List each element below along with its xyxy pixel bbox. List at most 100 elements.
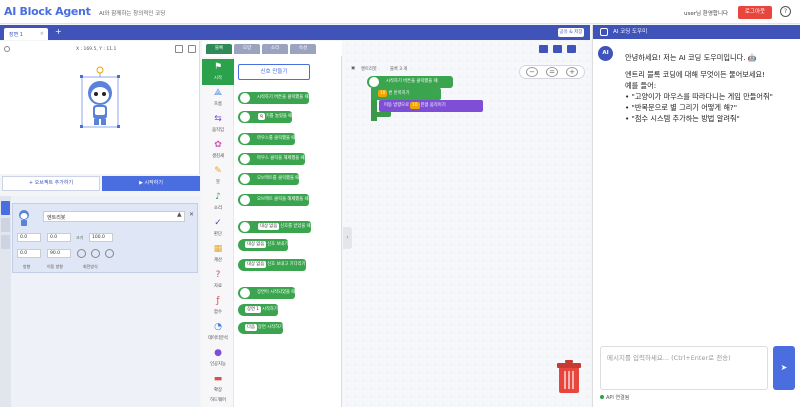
add-scene-button[interactable]: + — [55, 27, 62, 36]
collapse-icon[interactable]: ▲ — [177, 211, 182, 218]
status-dot-icon — [600, 395, 604, 399]
chat-input[interactable]: 메시지를 입력하세요... (Ctrl+Enter로 전송) — [600, 346, 768, 390]
y-field[interactable]: 0.0 — [47, 233, 71, 242]
scene-tabbar: 장면 1 × + 공유 & 저장 — [0, 25, 590, 40]
trash-icon[interactable] — [555, 359, 583, 395]
x-field[interactable]: 0.0 — [17, 233, 41, 242]
record-icon[interactable] — [4, 46, 10, 52]
object-side-tabs — [0, 196, 11, 407]
data-icon: ? — [215, 270, 221, 280]
direction-field[interactable]: 0.0 — [17, 249, 41, 258]
size-field[interactable]: 100.0 — [89, 233, 113, 242]
category-flow[interactable]: ⟁흐름 — [213, 88, 223, 107]
close-icon[interactable]: × — [39, 31, 44, 37]
tab-properties[interactable]: 속성 — [290, 44, 316, 54]
share-save-button[interactable]: 공유 & 저장 — [558, 28, 584, 37]
repeat-footer — [371, 112, 391, 117]
category-start[interactable]: ⚑시작 — [202, 59, 234, 85]
category-extension[interactable]: ▬확장 — [213, 374, 223, 393]
tab-sounds[interactable]: 소리 — [262, 44, 288, 54]
zoom-out-button[interactable]: − — [526, 67, 538, 77]
add-object-button[interactable]: + 오브젝트 추가하기 — [2, 176, 100, 191]
mouse-icon — [240, 174, 250, 184]
coords-readout: X : 169.5, Y : 11.1 — [76, 47, 117, 52]
block-object-click[interactable]: 오브젝트를 클릭했을 때 — [238, 173, 300, 185]
grid-icon[interactable] — [175, 45, 183, 53]
stage[interactable]: X : 169.5, Y : 11.1 — [0, 41, 200, 174]
category-motion[interactable]: ⇆움직임 — [212, 114, 224, 133]
motion-icon: ⇆ — [214, 114, 222, 124]
brush-icon: ✎ — [214, 166, 222, 176]
block-start-click[interactable]: 시작하기 버튼을 클릭했을 때 — [238, 92, 309, 104]
tab-blocks[interactable]: 블록 — [206, 44, 232, 54]
category-sound[interactable]: ♪소리 — [202, 189, 234, 215]
picture-tab[interactable] — [1, 218, 10, 232]
mouse-icon — [240, 195, 250, 205]
app-header: AI Block Agent AI와 함께하는 창의적인 코딩 user님 환영… — [0, 0, 800, 24]
chart-icon: ◔ — [214, 322, 222, 332]
make-signal-button[interactable]: 신호 만들기 — [238, 64, 310, 80]
category-hardware[interactable]: 하드웨어 — [210, 398, 226, 403]
tab-scene-1[interactable]: 장면 1 × — [4, 28, 48, 40]
code-view-icon[interactable] — [553, 45, 562, 53]
rotate-icon[interactable] — [77, 249, 86, 258]
signal-icon — [240, 222, 250, 232]
settings-icon[interactable] — [567, 45, 576, 53]
list-tab[interactable] — [1, 235, 10, 249]
zoom-reset-button[interactable]: = — [546, 67, 558, 77]
entrybot-thumbnail — [19, 210, 29, 226]
logout-button[interactable]: 로그아웃 — [738, 6, 772, 19]
chevron-left-icon[interactable]: ‹ — [343, 227, 352, 249]
object-name-field[interactable]: 엔트리봇 — [43, 211, 185, 222]
entrybot-sprite[interactable] — [80, 63, 120, 129]
move-direction-field[interactable]: 90.0 — [47, 249, 71, 258]
rotate-none-icon[interactable] — [105, 249, 114, 258]
object-card[interactable]: 엔트리봇 ▲ ✕ 0.0 0.0 크기 100.0 0.0 90.0 방향 이동… — [12, 203, 198, 273]
zoom-control: − = + — [519, 65, 585, 79]
move-direction-label: 이동 방향 — [47, 264, 63, 269]
ai-chat-panel: AI 코딩 도우미 AI 안녕하세요! 저는 AI 코딩 도우미입니다. 🤖 엔… — [592, 25, 800, 407]
category-brush[interactable]: ✎붓 — [202, 163, 234, 189]
palette-tabs: 블록 모양 소리 속성 — [202, 41, 342, 56]
function-icon: ƒ — [216, 296, 220, 306]
object-tab[interactable] — [1, 201, 10, 215]
category-judge[interactable]: ✓판단 — [202, 215, 234, 241]
help-icon[interactable]: ? — [780, 6, 791, 17]
block-palette: 블록 모양 소리 속성 ⚑시작 ⟁흐름 ⇆움직임 ✿생김새 ✎붓 ♪소리 ✓판단… — [202, 41, 342, 407]
tab-shapes[interactable]: 모양 — [234, 44, 260, 54]
close-icon[interactable]: ✕ — [189, 211, 195, 218]
object-panel: 엔트리봇 ▲ ✕ 0.0 0.0 크기 100.0 0.0 90.0 방향 이동… — [0, 196, 200, 407]
script-start-block[interactable]: 시작하기 버튼을 클릭했을 때 — [367, 76, 453, 88]
calc-icon: ▦ — [213, 244, 223, 254]
block-object-release[interactable]: 오브젝트 클릭을 해제했을 때 — [238, 194, 309, 206]
code-workspace[interactable]: ‹ − = + ▣ 엔트리봇 블록 3 개 시작하기 버튼을 클릭했을 때 10… — [343, 41, 590, 407]
rotation-mode-label: 회전방식 — [83, 264, 98, 269]
zoom-in-button[interactable]: + — [566, 67, 578, 77]
block-scene-start[interactable]: 장면이 시작되었을 때 — [238, 287, 296, 299]
category-looks[interactable]: ✿생김새 — [212, 140, 224, 159]
help-block-icon[interactable] — [539, 45, 548, 53]
block-mouse-click[interactable]: 마우스를 클릭했을 때 — [238, 133, 296, 145]
send-button[interactable]: ➤ — [773, 346, 795, 390]
sound-icon: ♪ — [215, 192, 221, 202]
category-data-analysis[interactable]: ◔데이터분석 — [208, 322, 228, 341]
category-ai[interactable]: ●인공지능 — [210, 348, 226, 367]
fullscreen-icon[interactable] — [188, 45, 196, 53]
run-button[interactable]: ▶ 시작하기 — [102, 176, 200, 191]
category-data[interactable]: ?자료 — [202, 267, 234, 293]
extension-icon: ▬ — [213, 374, 223, 384]
category-calc[interactable]: ▦계산 — [213, 244, 223, 263]
block-mouse-release[interactable]: 마우스 클릭을 해제했을 때 — [238, 153, 305, 165]
rotate-free-icon[interactable] — [91, 249, 100, 258]
